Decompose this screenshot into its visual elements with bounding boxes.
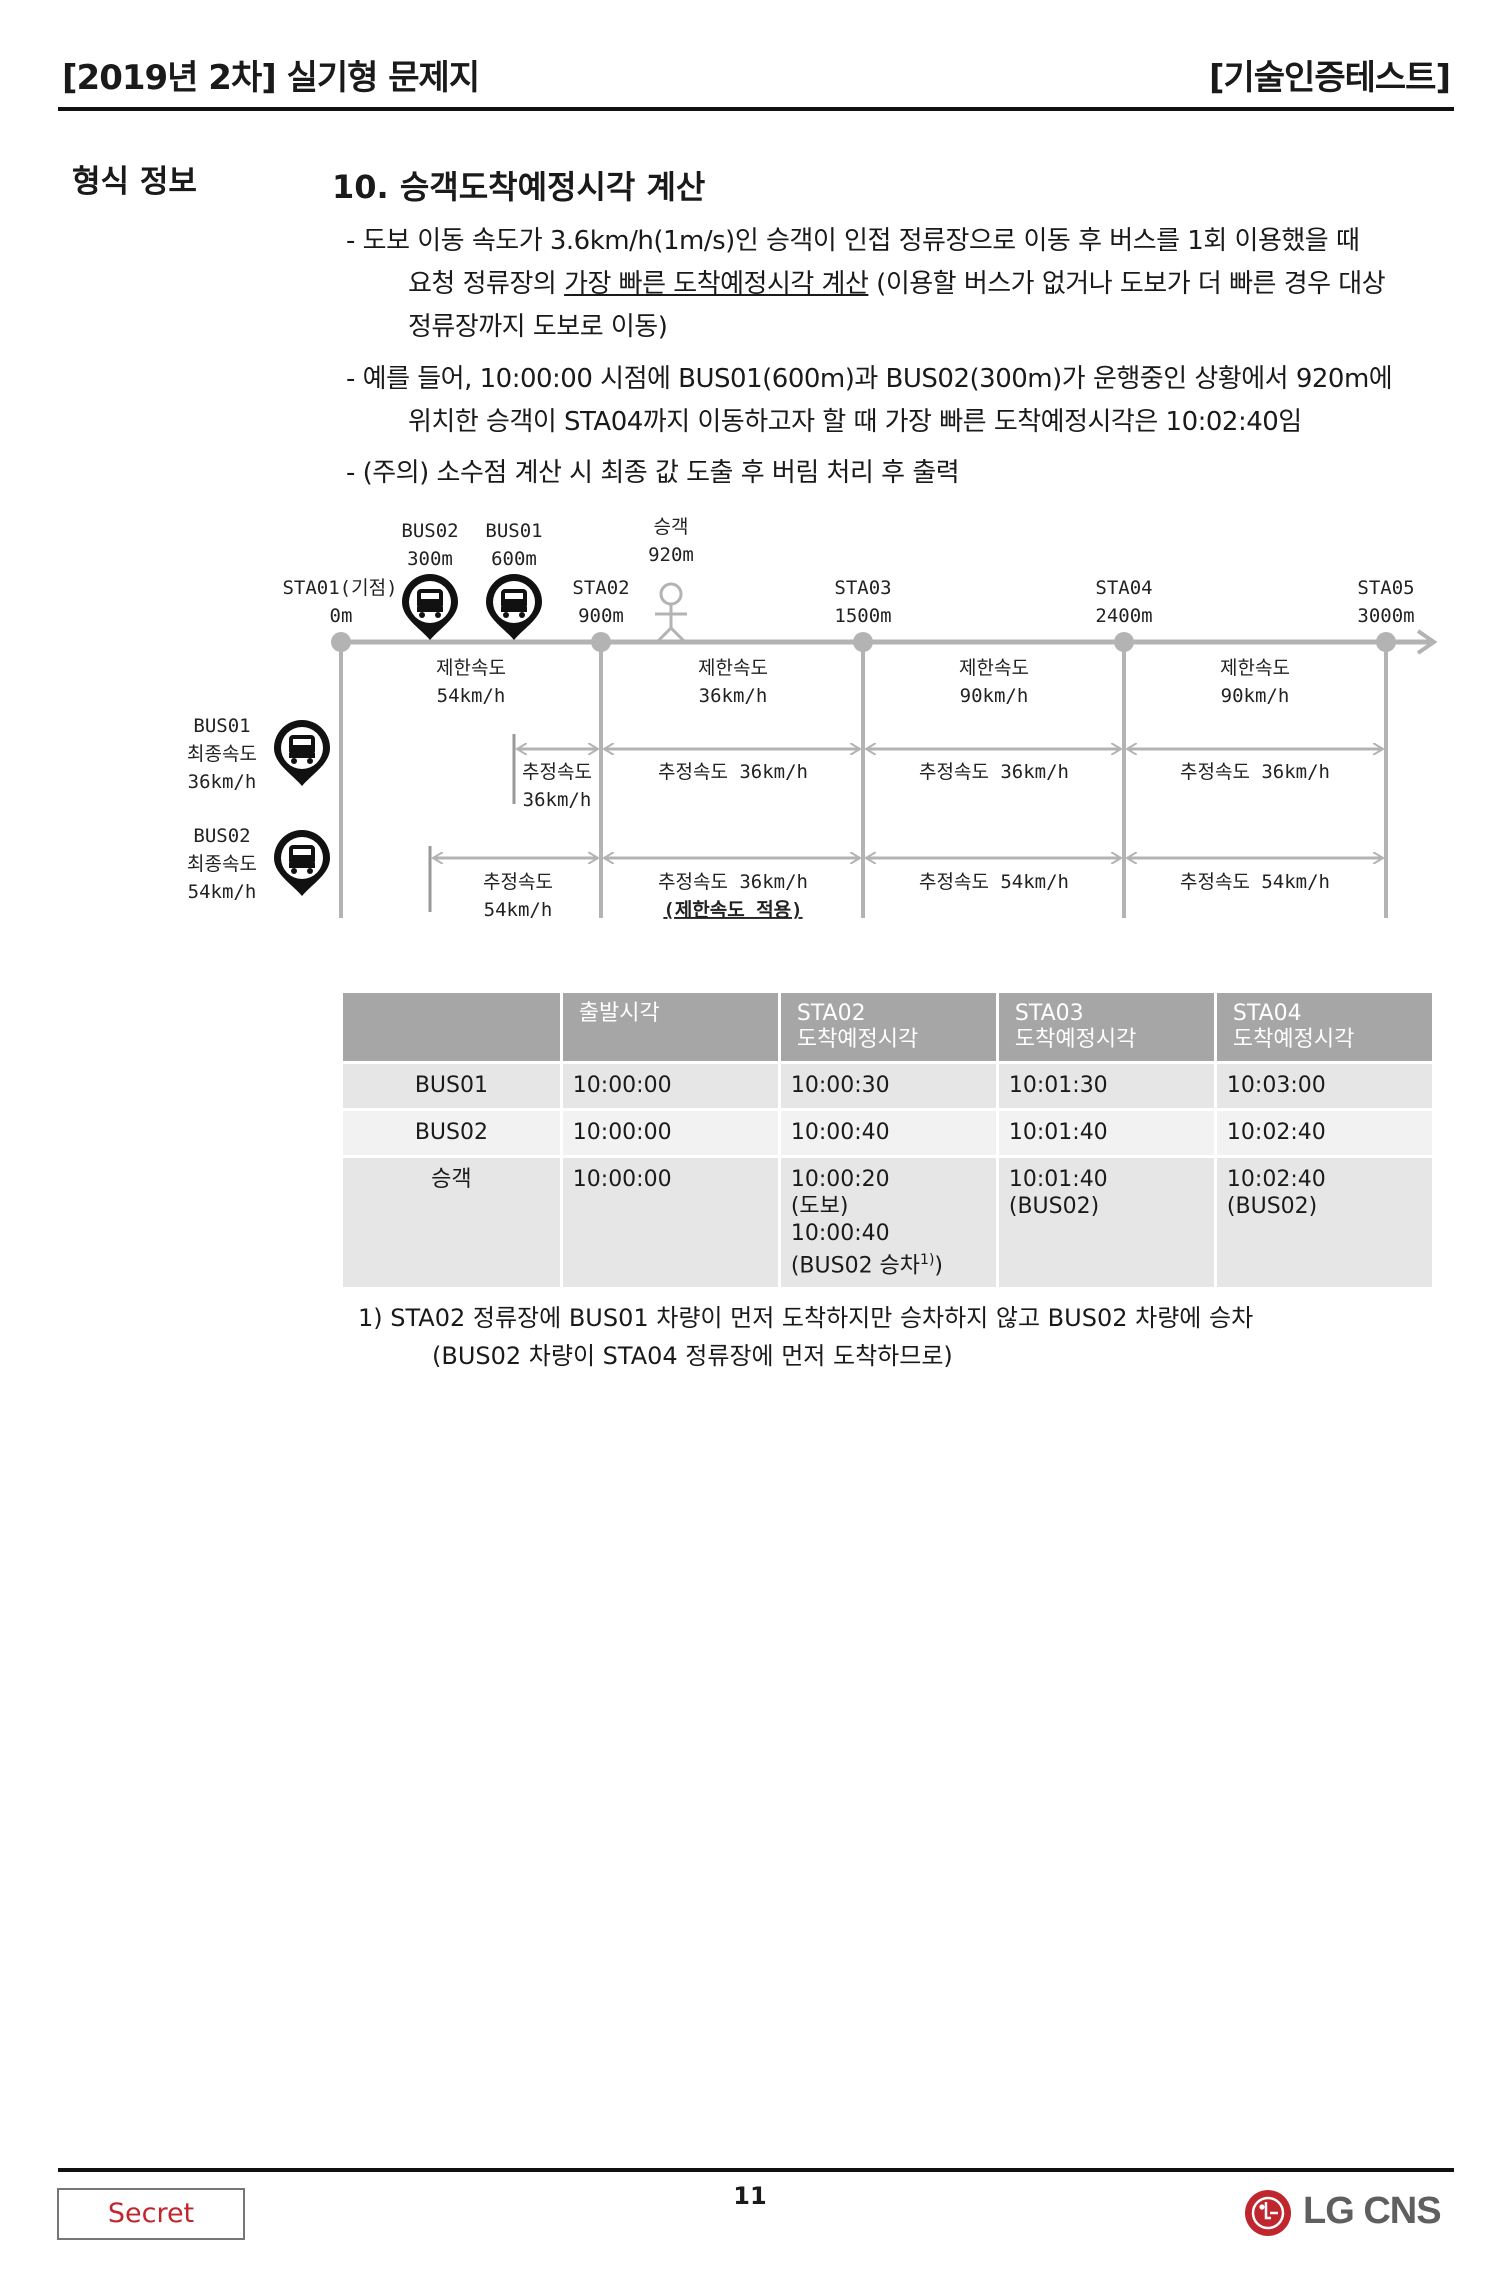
bus01-marker-icon [486, 574, 542, 640]
page-number: 11 [733, 2182, 767, 2210]
limit-value-3: 90km/h [960, 685, 1029, 707]
header-rule [58, 107, 1454, 111]
bus02-legend-icon [274, 830, 330, 896]
bus02-est-label-1: 추정속도 [483, 871, 553, 893]
table-row: BUS02 10:00:00 10:00:40 10:01:40 10:02:4… [343, 1111, 1432, 1155]
cell-sta02: 10:00:20 (도보) 10:00:40 (BUS02 승차1)) [780, 1158, 996, 1288]
station-dot-1 [331, 632, 351, 652]
station-name-3: STA03 [834, 577, 891, 599]
cell-departure: 10:00:00 [562, 1158, 778, 1288]
header-cell-departure: 출발시각 [562, 993, 778, 1061]
limit-label-2: 제한속도 [698, 657, 768, 679]
bus02-legend-label: 최종속도 [187, 853, 257, 875]
bus01-legend-icon [274, 720, 330, 786]
bus02-line-name: BUS02 [401, 520, 458, 542]
footer-rule [58, 2168, 1454, 2172]
station-dot-5 [1376, 632, 1396, 652]
row-label: BUS01 [343, 1064, 560, 1108]
bus01-est-value-1: 36km/h [523, 789, 592, 811]
bus01-est-3: 추정속도 36km/h [919, 761, 1069, 783]
passenger-name: 승객 [654, 516, 689, 538]
route-diagram: STA01(기점) 0m STA02 900m STA03 1500m STA0… [187, 516, 1438, 921]
cell-sta03: 10:01:40 (BUS02) [998, 1158, 1214, 1288]
station-dist-4: 2400m [1095, 605, 1152, 627]
station-dist-3: 1500m [834, 605, 891, 627]
bus01-legend-name: BUS01 [193, 715, 250, 737]
bus01-est-2: 추정속도 36km/h [658, 761, 808, 783]
limit-label-3: 제한속도 [959, 657, 1029, 679]
header-cell-empty [343, 993, 560, 1061]
lg-cns-logo: LG CNS [1245, 2188, 1460, 2244]
bullet-1-line-1: - 도보 이동 속도가 3.6km/h(1m/s)인 승객이 인접 정류장으로 … [346, 226, 1360, 256]
station-name-2: STA02 [572, 577, 629, 599]
logo-text: LG CNS [1303, 2190, 1442, 2232]
limit-applied-note: (제한속도 적용) [663, 899, 802, 921]
bus02-legend-speed: 54km/h [188, 881, 257, 903]
bullet-2-line-1: - 예를 들어, 10:00:00 시점에 BUS01(600m)과 BUS02… [346, 364, 1393, 394]
bus01-est-label-1: 추정속도 [522, 761, 592, 783]
passenger-dist: 920m [648, 544, 694, 566]
doc-header-tag: [기술인증테스트] [1208, 58, 1451, 98]
cell-sta04: 10:02:40 [1216, 1111, 1432, 1155]
cell-sta04: 10:03:00 [1216, 1064, 1432, 1108]
station-dist-5: 3000m [1357, 605, 1414, 627]
table-row: 승객 10:00:00 10:00:20 (도보) 10:00:40 (BUS0… [343, 1158, 1432, 1288]
footnote-ref: 1) [920, 1252, 935, 1268]
bus02-est-3: 추정속도 54km/h [919, 871, 1069, 893]
station-dot-3 [853, 632, 873, 652]
limit-label-4: 제한속도 [1220, 657, 1290, 679]
bus01-legend-label: 최종속도 [187, 743, 257, 765]
station-name-5: STA05 [1357, 577, 1414, 599]
cell-sta02: 10:00:30 [780, 1064, 996, 1108]
bus01-legend-speed: 36km/h [188, 771, 257, 793]
lg-logo-icon [1245, 2190, 1291, 2236]
station-dot-2 [591, 632, 611, 652]
bus02-legend-name: BUS02 [193, 825, 250, 847]
limit-label-1: 제한속도 [436, 657, 506, 679]
underlined-phrase: 가장 빠른 도착예정시각 계산 [564, 269, 869, 299]
passenger-figure-icon [655, 582, 687, 644]
bullet-1-line-2: 요청 정류장의 가장 빠른 도착예정시각 계산 (이용할 버스가 없거나 도보가… [408, 269, 1386, 299]
section-title: 10. 승객도착예정시각 계산 [332, 168, 706, 206]
station-dist-1: 0m [330, 605, 353, 627]
footnote-line-2: (BUS02 차량이 STA04 정류장에 먼저 도착하므로) [432, 1342, 953, 1370]
cell-sta04: 10:02:40 (BUS02) [1216, 1158, 1432, 1288]
row-label: 승객 [343, 1158, 560, 1288]
bus01-est-4: 추정속도 36km/h [1180, 761, 1330, 783]
cell-sta03: 10:01:30 [998, 1064, 1214, 1108]
cell-sta02: 10:00:40 [780, 1111, 996, 1155]
bus02-est-2: 추정속도 36km/h [658, 871, 808, 893]
bullet-1-line-3: 정류장까지 도보로 이동) [408, 312, 668, 342]
table-row: BUS01 10:00:00 10:00:30 10:01:30 10:03:0… [343, 1064, 1432, 1108]
bullet-2-line-2: 위치한 승객이 STA04까지 이동하고자 할 때 가장 빠른 도착예정시각은 … [408, 407, 1302, 437]
bullet-3-line-1: - (주의) 소수점 계산 시 최종 값 도출 후 버림 처리 후 출력 [346, 458, 960, 488]
doc-header-title: [2019년 2차] 실기형 문제지 [62, 58, 480, 98]
bus02-est-4: 추정속도 54km/h [1180, 871, 1330, 893]
station-name-1: STA01(기점) [282, 577, 397, 599]
bus01-line-dist: 600m [491, 548, 537, 570]
bus01-line-name: BUS01 [485, 520, 542, 542]
secret-badge: Secret [57, 2188, 245, 2240]
station-dot-4 [1114, 632, 1134, 652]
section-label: 형식 정보 [72, 164, 197, 200]
bus02-line-dist: 300m [407, 548, 453, 570]
limit-value-1: 54km/h [437, 685, 506, 707]
cell-departure: 10:00:00 [562, 1111, 778, 1155]
footnote-line-1: 1) STA02 정류장에 BUS01 차량이 먼저 도착하지만 승차하지 않고… [358, 1304, 1254, 1332]
station-dist-2: 900m [578, 605, 624, 627]
row-label: BUS02 [343, 1111, 560, 1155]
limit-value-4: 90km/h [1221, 685, 1290, 707]
cell-sta03: 10:01:40 [998, 1111, 1214, 1155]
cell-departure: 10:00:00 [562, 1064, 778, 1108]
bus02-est-value-1: 54km/h [484, 899, 553, 921]
limit-value-2: 36km/h [699, 685, 768, 707]
bus02-marker-icon [402, 574, 458, 640]
route-arrowhead [1416, 629, 1438, 655]
station-name-4: STA04 [1095, 577, 1152, 599]
